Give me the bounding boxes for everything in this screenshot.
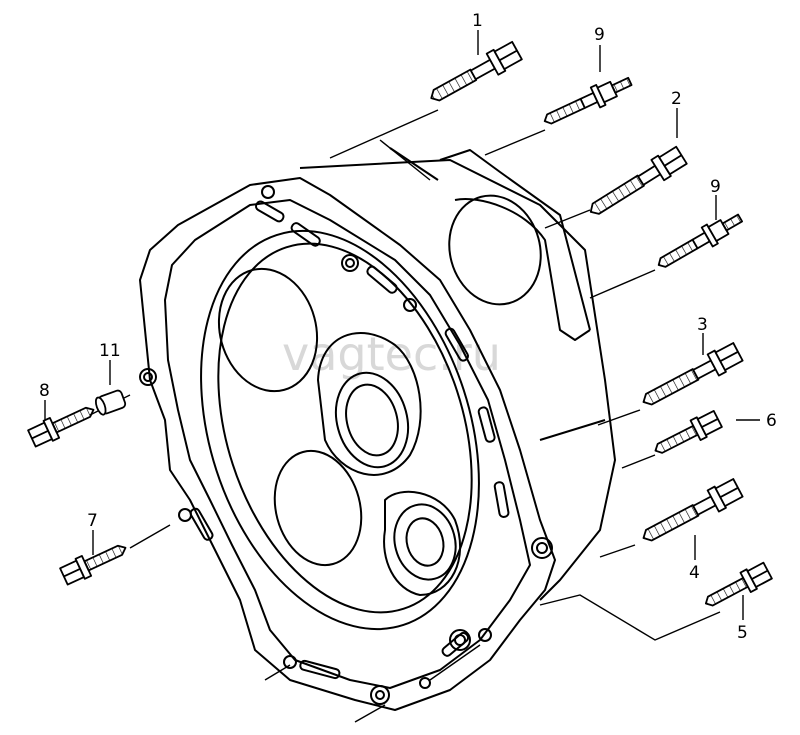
housing-center-bore-outer: [334, 371, 410, 469]
housing-lower-bore-outer: [393, 503, 457, 581]
leader-lines: [89, 109, 721, 723]
bolt-9-lower: [657, 213, 744, 268]
bolt-5: [704, 561, 773, 607]
bolt-7: [59, 544, 127, 586]
housing-rear-step: [389, 147, 606, 441]
dowel-sleeve-11: [94, 389, 127, 416]
flange-hole: [419, 677, 431, 689]
housing-main-opening-inner: [217, 242, 473, 614]
housing-main-opening-outer: [200, 229, 480, 631]
housing-center-bore-inner: [345, 383, 399, 457]
leader-lower-mid: [354, 704, 386, 723]
housing-lower-boss: [383, 490, 461, 596]
housing-upper-pocket: [217, 267, 319, 393]
flange-slot: [444, 327, 470, 362]
leader-bolt-9b: [589, 269, 656, 299]
housing-lower-pocket: [273, 449, 363, 567]
leader-lower-right: [429, 644, 481, 681]
leader-bolt-7: [129, 524, 171, 549]
callout-2: 2: [671, 89, 682, 109]
flange-hole: [403, 298, 417, 312]
leader-bolt-6: [621, 454, 656, 469]
flange-slot: [441, 631, 470, 657]
leader-bolt-2: [544, 209, 591, 229]
callout-1: 1: [472, 11, 483, 31]
housing-center-boss: [317, 331, 422, 476]
callout-9-upper: 9: [594, 25, 605, 45]
flange-hole: [283, 655, 297, 669]
flange-slot: [254, 200, 285, 223]
callout-3: 3: [697, 315, 708, 335]
housing-flange-inner: [164, 199, 531, 689]
housing-rear-boss: [454, 198, 591, 341]
flange-slot: [477, 406, 496, 443]
bolt-4: [642, 478, 744, 542]
housing-flange-outer: [139, 177, 556, 711]
flange-hole: [261, 185, 275, 199]
housing-lower-bore-inner: [405, 517, 445, 567]
flange-hole: [478, 628, 492, 642]
flange-hole: [370, 685, 390, 705]
bolt-6: [654, 410, 723, 454]
flange-slot: [493, 481, 510, 518]
flange-slot: [189, 507, 214, 541]
flange-slot: [299, 659, 341, 680]
callout-6: 6: [766, 411, 777, 431]
flange-slot: [366, 265, 398, 294]
housing-rear-top-lip: [439, 149, 591, 331]
bolt-9-upper: [543, 76, 633, 125]
leader-bolt-3: [597, 409, 641, 426]
flange-hole: [178, 508, 192, 522]
flange-hole: [531, 537, 553, 559]
housing-rear-bore: [448, 194, 542, 306]
bolt-1: [430, 40, 523, 102]
flange-hole: [139, 368, 157, 386]
callout-5: 5: [737, 623, 748, 643]
callout-11: 11: [99, 341, 121, 361]
callouts: 1 9 2 9 3 6 4 5 11 8 7: [39, 11, 777, 643]
flange-hole: [341, 254, 359, 272]
housing-rear-body: [299, 159, 616, 601]
callout-7: 7: [87, 511, 98, 531]
callout-4: 4: [689, 563, 700, 583]
leader-bolt-5: [539, 594, 721, 641]
callout-ticks: [44, 30, 760, 620]
housing: [139, 147, 616, 711]
bolt-2: [589, 145, 688, 215]
leader-bolt-9a: [484, 129, 546, 156]
bolts: [27, 40, 773, 607]
leader-housing-top: [379, 139, 431, 181]
flange-hole: [449, 629, 471, 651]
leader-lower-left: [264, 664, 291, 681]
flange-slot: [290, 222, 321, 247]
callout-8: 8: [39, 381, 50, 401]
leader-bolt-4: [599, 544, 636, 558]
bolt-8: [27, 406, 95, 448]
bolt-3: [642, 342, 744, 406]
leader-bolt-1: [329, 109, 439, 159]
callout-9-lower: 9: [710, 177, 721, 197]
